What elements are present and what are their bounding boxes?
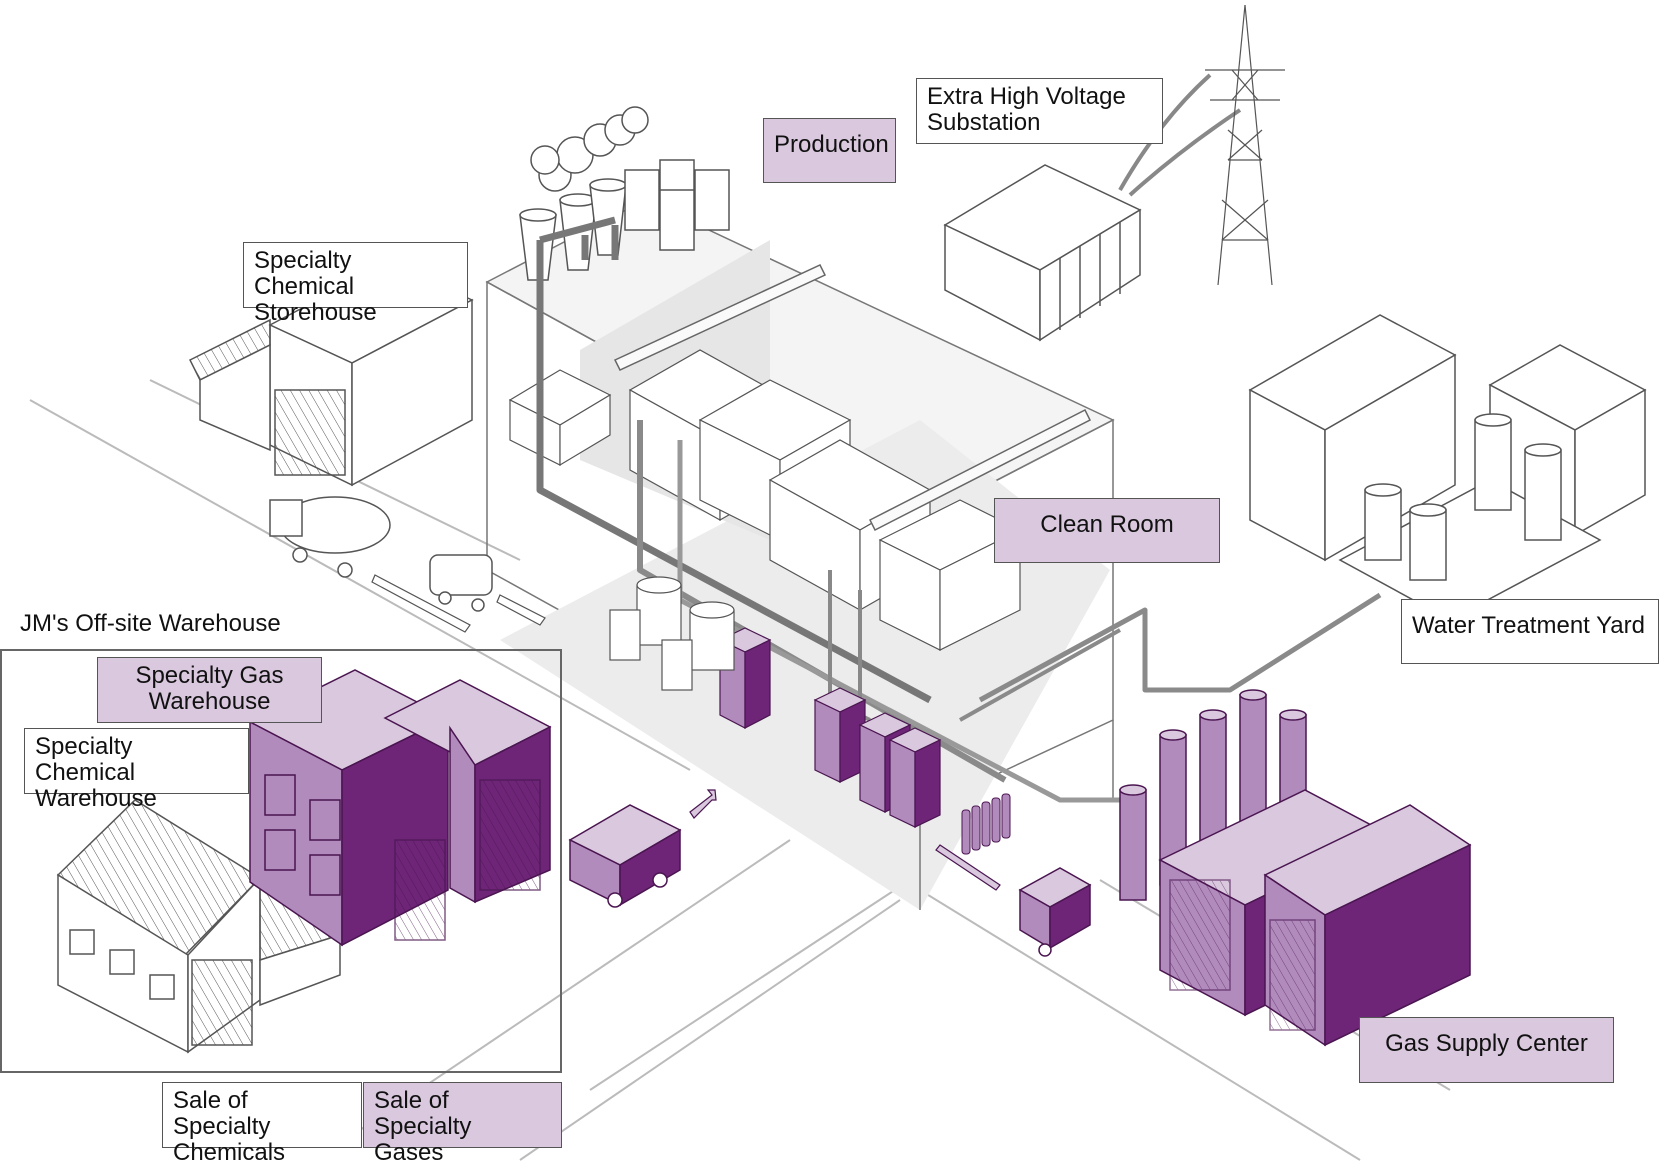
rooftop-tanks — [624, 159, 730, 251]
tanks-inside — [609, 576, 735, 691]
label-sale-specialty-gases: Sale of Specialty Gases — [363, 1082, 562, 1166]
substation-building — [943, 164, 1142, 342]
tanker-truck — [269, 496, 391, 578]
label-specialty-chemical-warehouse: Specialty Chemical Warehouse — [24, 728, 249, 812]
clean-room-equipment — [508, 349, 1022, 651]
label-production: Production — [763, 118, 896, 183]
label-gas-supply-center: Gas Supply Center — [1359, 1017, 1614, 1083]
gas-cabinets — [718, 627, 942, 828]
van — [429, 554, 493, 612]
offsite-warehouse-frame — [0, 649, 562, 1073]
overhead-rails — [613, 264, 1092, 532]
gas-supply-center — [1119, 689, 1472, 1047]
label-offsite-warehouse: JM's Off-site Warehouse — [20, 610, 281, 637]
pipes — [536, 216, 1382, 803]
small-truck — [1018, 867, 1092, 957]
water-treatment-buildings — [1248, 314, 1647, 621]
flow-arrows — [371, 574, 546, 633]
specialty-gas-warehouse-building — [248, 669, 552, 947]
label-extra-high-voltage-substation: Extra High Voltage Substation — [916, 78, 1163, 144]
label-clean-room: Clean Room — [994, 498, 1220, 563]
delivery-truck — [568, 804, 682, 908]
label-specialty-gas-warehouse: Specialty Gas Warehouse — [97, 657, 322, 723]
label-specialty-chemical-storehouse: Specialty Chemical Storehouse — [243, 242, 468, 326]
purple-arrows — [689, 789, 1001, 891]
power-tower — [1205, 4, 1285, 286]
gas-cylinders — [961, 793, 1011, 855]
label-sale-specialty-chemicals: Sale of Specialty Chemicals — [162, 1082, 362, 1166]
label-water-treatment-yard: Water Treatment Yard — [1401, 599, 1659, 664]
